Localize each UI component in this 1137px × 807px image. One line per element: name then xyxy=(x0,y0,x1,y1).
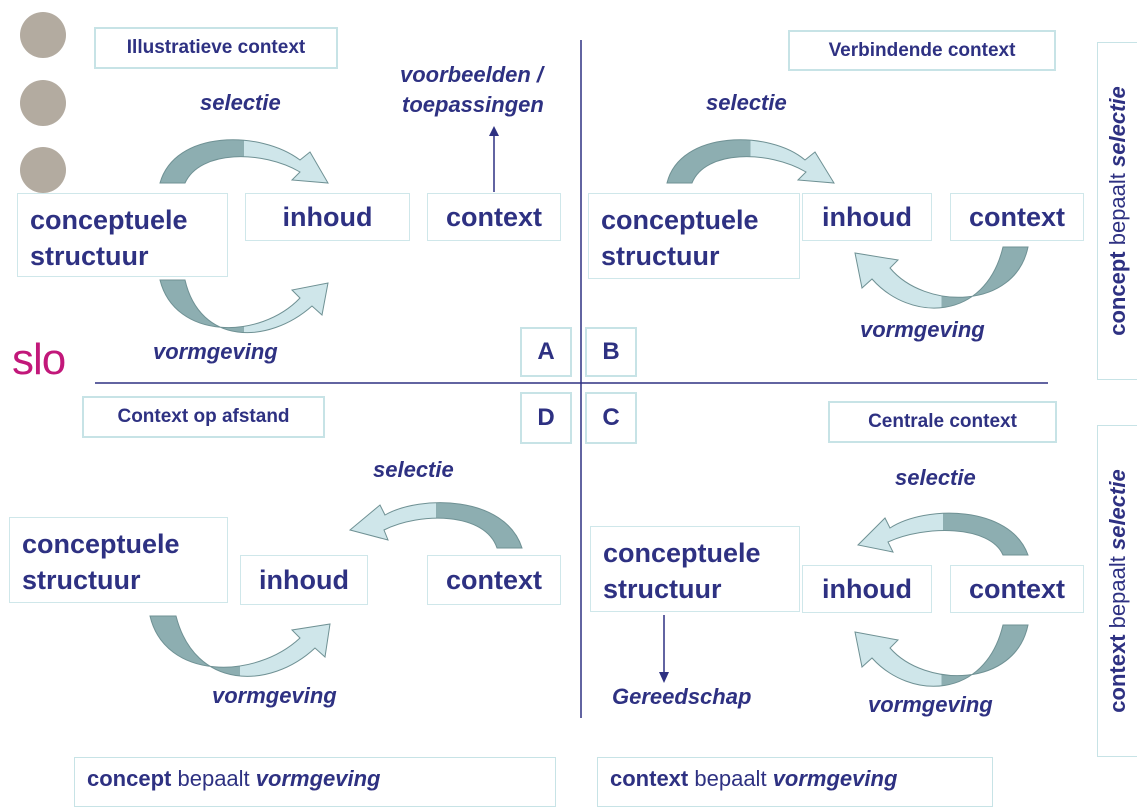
quadrant-c-letter: C xyxy=(585,392,637,444)
quadrant-c-concept-line1: conceptuele xyxy=(603,538,761,568)
quadrant-d-concept-line1: conceptuele xyxy=(22,529,180,559)
arrow-b-vormgeving xyxy=(854,246,1029,309)
quadrant-b-concept-line1: conceptuele xyxy=(601,205,759,235)
axis-rt-italic: selectie xyxy=(1105,86,1130,167)
quadrant-d-inhoud-node: inhoud xyxy=(240,555,368,605)
quadrant-a-concept-node: conceptuele structuur xyxy=(17,193,228,277)
quadrant-d-context-node: context xyxy=(427,555,561,605)
quadrant-a-concept-line2: structuur xyxy=(30,241,149,271)
axis-br-bold: context xyxy=(610,766,689,791)
arrow-a-selectie xyxy=(159,139,329,184)
quadrant-a-vormgeving-label: vormgeving xyxy=(153,339,278,364)
quadrant-b-selectie-label: selectie xyxy=(706,90,787,115)
quadrant-a-title: Illustratieve context xyxy=(94,27,338,69)
axis-rb-text: context bepaalt selectie xyxy=(1105,469,1131,712)
quadrant-c-gereedschap-label: Gereedschap xyxy=(612,684,752,709)
axis-br-italic: vormgeving xyxy=(772,766,898,791)
decorative-dot-3 xyxy=(20,147,66,193)
axis-label-context-vormgeving: context bepaalt vormgeving xyxy=(597,757,993,807)
quadrant-a-letter: A xyxy=(520,327,572,377)
axis-rb-bold: context xyxy=(1105,634,1130,713)
quadrant-b-inhoud-node: inhoud xyxy=(802,193,932,241)
axis-rt-normal: bepaalt xyxy=(1105,173,1130,246)
quadrant-c-selectie-label: selectie xyxy=(895,465,976,490)
axis-bl-bold: concept xyxy=(87,766,172,791)
quadrant-b-concept-node: conceptuele structuur xyxy=(588,193,800,279)
quadrant-a-context-node: context xyxy=(427,193,561,241)
quadrant-d-title: Context op afstand xyxy=(82,396,325,438)
slo-logo: slo xyxy=(12,335,66,384)
quadrant-c-inhoud-node: inhoud xyxy=(802,565,932,613)
arrow-d-vormgeving xyxy=(149,615,331,677)
quadrant-b-letter: B xyxy=(585,327,637,377)
quadrant-b-title: Verbindende context xyxy=(788,30,1056,71)
axis-rt-bold: concept xyxy=(1105,251,1130,336)
quadrant-d-letter: D xyxy=(520,392,572,444)
axis-rb-italic: selectie xyxy=(1105,469,1130,551)
quadrant-d-vormgeving-label: vormgeving xyxy=(212,683,337,708)
quadrant-c-context-node: context xyxy=(950,565,1084,613)
decorative-dot-2 xyxy=(20,80,66,126)
arrow-d-selectie xyxy=(348,502,523,549)
quadrant-a-selectie-label: selectie xyxy=(200,90,281,115)
quadrant-c-concept-node: conceptuele structuur xyxy=(590,526,800,612)
quadrant-c-title: Centrale context xyxy=(828,401,1057,443)
quadrant-a-inhoud-node: inhoud xyxy=(245,193,410,241)
quadrant-c-vormgeving-label: vormgeving xyxy=(868,692,993,717)
axis-rb-normal: bepaalt xyxy=(1105,556,1130,629)
arrow-b-selectie xyxy=(666,139,835,184)
axis-br-normal: bepaalt xyxy=(694,766,767,791)
decorative-dot-1 xyxy=(20,12,66,58)
axis-bl-normal: bepaalt xyxy=(177,766,250,791)
axis-rt-text: concept bepaalt selectie xyxy=(1105,86,1131,336)
axis-label-concept-selectie: concept bepaalt selectie xyxy=(1097,42,1137,380)
quadrant-b-concept-line2: structuur xyxy=(601,241,720,271)
quadrant-d-concept-node: conceptuele structuur xyxy=(9,517,228,603)
axis-bl-italic: vormgeving xyxy=(255,766,381,791)
quadrant-a-voorbeelden-line1: voorbeelden / xyxy=(400,62,544,87)
quadrant-d-selectie-label: selectie xyxy=(373,457,454,482)
arrow-a-vormgeving xyxy=(159,279,329,334)
axis-label-context-selectie: context bepaalt selectie xyxy=(1097,425,1137,757)
arrow-c-vormgeving xyxy=(854,624,1029,687)
quadrant-b-context-node: context xyxy=(950,193,1084,241)
quadrant-a-voorbeelden-line2: toepassingen xyxy=(402,92,544,117)
axis-label-concept-vormgeving: concept bepaalt vormgeving xyxy=(74,757,556,807)
quadrant-d-concept-line2: structuur xyxy=(22,565,141,595)
quadrant-b-vormgeving-label: vormgeving xyxy=(860,317,985,342)
arrow-c-selectie xyxy=(856,512,1029,556)
quadrant-c-concept-line2: structuur xyxy=(603,574,722,604)
quadrant-a-concept-line1: conceptuele xyxy=(30,205,188,235)
